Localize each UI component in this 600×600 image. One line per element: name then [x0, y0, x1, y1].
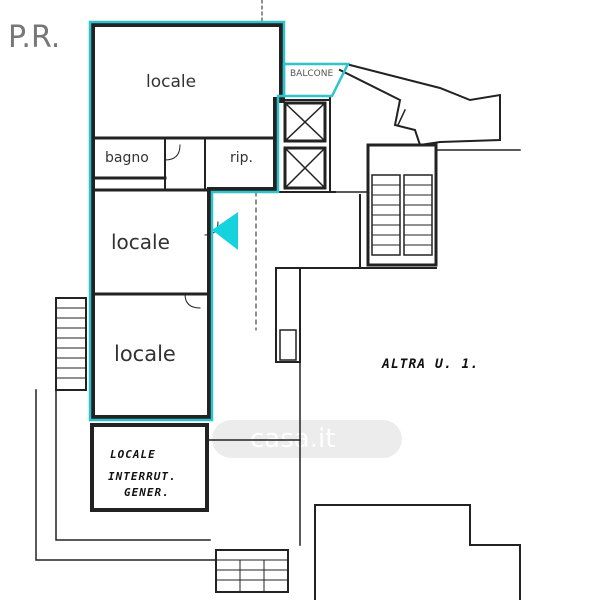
wall-lines — [35, 0, 521, 600]
room-label-top-locale: locale — [146, 72, 197, 92]
watermark-text: casa.it — [250, 424, 335, 454]
label-interrut: INTERRUT. — [108, 470, 177, 483]
room-label-bottom-locale: locale — [114, 342, 176, 366]
room-label-balcone: BALCONE — [290, 69, 334, 79]
entrance-arrow — [212, 212, 238, 250]
floor-label: P.R. — [8, 20, 61, 55]
room-label-middle-locale: locale — [111, 230, 170, 254]
label-gener: GENER. — [124, 486, 170, 499]
label-altra-unit: ALTRA U. 1. — [382, 357, 480, 372]
watermark: casa.it — [212, 420, 402, 458]
label-locale-hand: LOCALE — [110, 448, 156, 461]
unit-highlight — [88, 20, 351, 422]
room-label-bagno: bagno — [105, 150, 149, 166]
room-label-rip: rip. — [230, 150, 253, 166]
